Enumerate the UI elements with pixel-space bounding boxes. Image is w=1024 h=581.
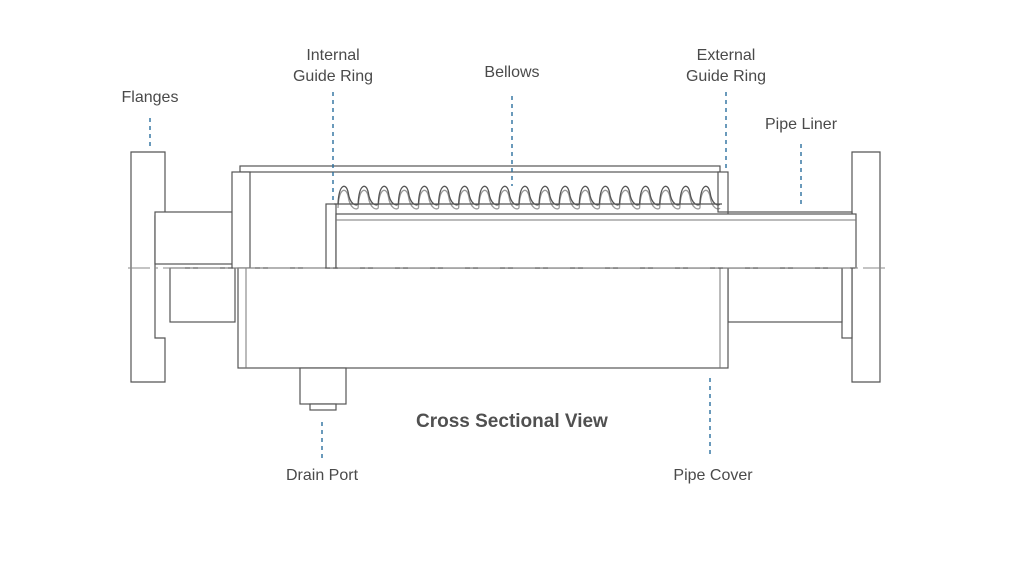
right-pipe-lower <box>727 267 843 323</box>
left-flange <box>130 151 166 383</box>
inner-pipe <box>335 213 857 269</box>
pipe-cover-top <box>239 165 721 173</box>
bellows <box>337 185 721 206</box>
label-external-guide-ring-1: External <box>696 47 756 64</box>
label-flanges: Flanges <box>121 89 179 106</box>
internal-guide-ring <box>325 203 337 269</box>
left-pipe-upper <box>154 211 236 265</box>
left-pipe-lower <box>169 267 236 323</box>
pipe-cover-body <box>237 267 729 369</box>
bellows-inner <box>337 189 721 210</box>
external-guide-ring <box>717 171 729 213</box>
drain-port <box>299 367 347 405</box>
label-internal-guide-ring-1: Internal <box>306 47 360 64</box>
diagram-title: Cross Sectional View <box>416 411 608 432</box>
drain-port-cap <box>309 403 337 411</box>
label-internal-guide-ring-2: Guide Ring <box>292 68 374 85</box>
left-end-ring <box>231 171 251 269</box>
label-pipe-liner: Pipe Liner <box>764 116 838 133</box>
label-drain-port: Drain Port <box>285 467 359 484</box>
label-external-guide-ring-2: Guide Ring <box>685 68 767 85</box>
label-pipe-cover: Pipe Cover <box>673 467 753 484</box>
label-bellows: Bellows <box>484 64 540 81</box>
